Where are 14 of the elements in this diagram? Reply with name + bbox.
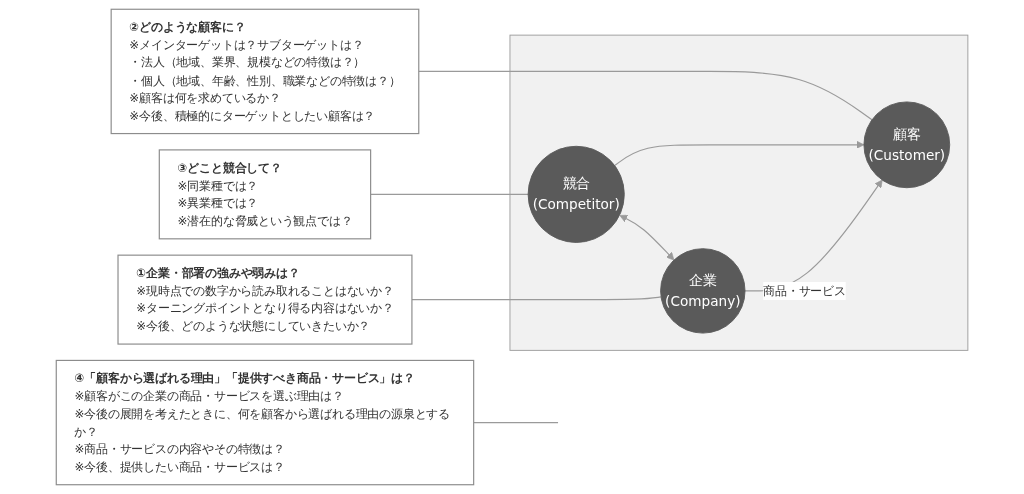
node-box: ③どこと競合して？ ※同業種では？ ※異業種では？ ※潜在的な脅威という観点では？ [158,149,372,240]
node-box: ②どのような顧客に？ ※メインターゲットは？サブターゲットは？ ・法人（地域、業界、規模などの特徴は？） ・個人（地域、年齢、性別、職業などの特徴は？） ※顧客は何を求めているか？ ※今後、積極的にターゲットとしたい顧客は？ [110,8,420,135]
connector [411,296,662,301]
node-box: ①企業・部署の強みや弱みは？ ※現時点での数字から読み取れることはないか？ ※ターニングポイントとなり得る内容はないか？ ※今後、どのような状態にしていきたいか？ [117,254,413,345]
cluster [509,34,969,351]
arrow [619,214,675,261]
arrow [614,140,865,167]
node-circle: 競合 (Competitor) [527,145,625,243]
connector [473,422,559,424]
edge-label: 商品・サービス [763,283,846,298]
connector [418,70,873,121]
node-circle: 企業 (Company) [660,248,746,334]
node-circle: 顧客 (Customer) [863,101,951,189]
node-box: ④「顧客から選ばれる理由」「提供すべき商品・サービス」は？ ※顧客がこの企業の商品・サービスを選ぶ理由は？ ※今後の展開を考えたときに、何を顧客から選ばれる理由の源泉とするか？ ※商品・サービスの内容やその特徴は？ ※今後、提供したい商品・サービスは？ [55,359,475,486]
